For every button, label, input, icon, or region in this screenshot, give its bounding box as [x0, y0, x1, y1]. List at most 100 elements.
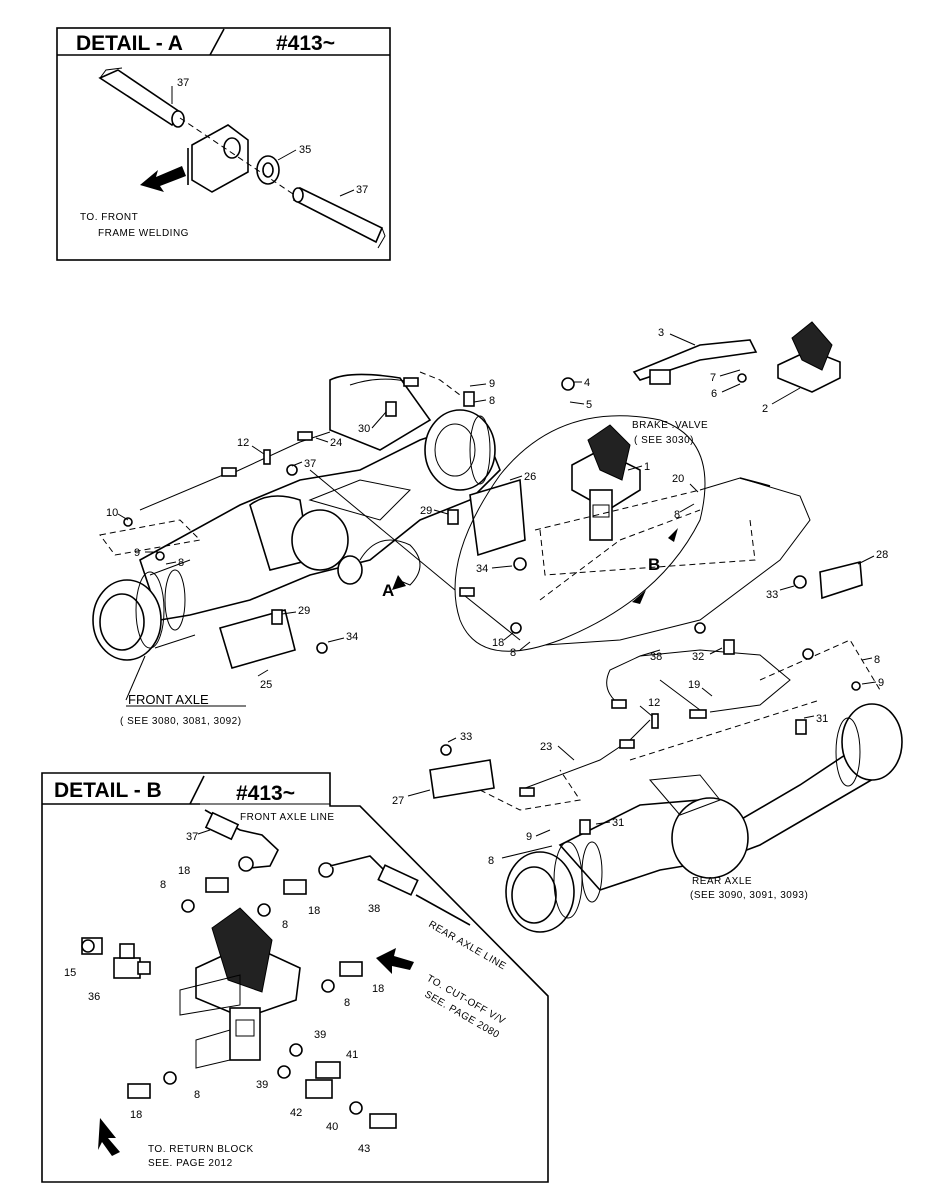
part-number-8: 8	[488, 855, 494, 867]
detail-b-callout-loop	[454, 415, 706, 652]
part-number-12: 12	[237, 437, 249, 449]
part-number-34: 34	[346, 631, 358, 643]
front-axle-line-pipe	[204, 809, 279, 872]
part-number-25: 25	[260, 679, 272, 691]
main-assembly: A B BRAKE .VALVE ( SEE 3030) FRONT AXLE …	[92, 321, 903, 933]
detail-b-part-15: 15	[64, 967, 76, 979]
detail-b-part-36: 36	[88, 991, 100, 1003]
part-number-8: 8	[874, 654, 880, 666]
fitting-15	[81, 937, 103, 955]
detail-b-part-8: 8	[282, 919, 288, 931]
pipe-37-lower	[292, 186, 386, 249]
brake-valve-label: BRAKE .VALVE	[632, 420, 708, 431]
marker-a: A	[382, 581, 394, 600]
part-number-26: 26	[524, 471, 536, 483]
marker-b: B	[648, 555, 660, 574]
detail-b-part-8: 8	[160, 879, 166, 891]
part-number-37: 37	[177, 77, 189, 89]
part-number-31: 31	[612, 817, 624, 829]
part-number-8: 8	[510, 647, 516, 659]
brake-pedal	[777, 321, 841, 393]
detail-b-frame	[41, 772, 549, 1183]
cutoff-arrow-icon	[376, 948, 414, 974]
bracket-25	[218, 609, 296, 669]
brake-lines	[139, 378, 811, 791]
part-number-4: 4	[584, 377, 590, 389]
part-number-30: 30	[358, 423, 370, 435]
detail-b-part-43: 43	[358, 1143, 370, 1155]
part-number-1: 1	[644, 461, 650, 473]
part-number-29: 29	[298, 605, 310, 617]
detail-a: DETAIL - A #413~	[56, 27, 391, 261]
detail-b-part-40: 40	[326, 1121, 338, 1133]
part-number-8: 8	[674, 509, 680, 521]
front-axle-title: FRONT AXLE	[128, 692, 209, 707]
bracket-26	[469, 478, 526, 557]
bracket-28	[819, 560, 863, 600]
detail-b-code: #413~	[236, 782, 295, 805]
part-number-6: 6	[711, 388, 717, 400]
part-number-37: 37	[304, 458, 316, 470]
part-number-2: 2	[762, 403, 768, 415]
part-number-34: 34	[476, 563, 488, 575]
tee-fitting-36	[113, 943, 151, 979]
return-arrow-icon	[98, 1118, 120, 1156]
part-number-31: 31	[816, 713, 828, 725]
part-number-20: 20	[672, 473, 684, 485]
detail-a-title: DETAIL - A	[76, 32, 183, 55]
front-axle-assembly	[92, 373, 501, 661]
part-number-33: 33	[766, 589, 778, 601]
part-number-9: 9	[134, 547, 140, 559]
detail-b-part-8: 8	[344, 997, 350, 1009]
part-number-23: 23	[540, 741, 552, 753]
part-number-19: 19	[688, 679, 700, 691]
part-number-8: 8	[178, 557, 184, 569]
detail-b-part-8: 8	[194, 1089, 200, 1101]
part-number-10: 10	[106, 507, 118, 519]
brake-valve	[571, 424, 641, 541]
detail-b-brake-valve	[179, 907, 301, 1069]
nut-35	[256, 155, 280, 185]
pipe-37-upper	[98, 67, 185, 128]
rear-axle-ref: (SEE 3090, 3091, 3093)	[690, 890, 808, 901]
detail-b-part-37: 37	[186, 831, 198, 843]
part-number-8: 8	[489, 395, 495, 407]
detail-a-caption-2: FRAME WELDING	[98, 228, 189, 239]
return-label-2: SEE. PAGE 2012	[148, 1158, 233, 1169]
bracket-27	[429, 759, 495, 799]
fittings	[123, 373, 861, 835]
detail-b: DETAIL - B #413~ FRONT AXLE LINE 37 REAR…	[41, 772, 549, 1183]
part-number-37: 37	[356, 184, 368, 196]
detail-a-caption-1: TO. FRONT	[80, 212, 138, 223]
part-number-9: 9	[489, 378, 495, 390]
part-number-38: 38	[650, 651, 662, 663]
detail-b-part-18: 18	[308, 905, 320, 917]
part-number-28: 28	[876, 549, 888, 561]
weld-bracket	[187, 124, 249, 193]
part-number-3: 3	[658, 327, 664, 339]
part-number-35: 35	[299, 144, 311, 156]
rear-axle-assembly	[505, 703, 903, 933]
fittings-18	[127, 877, 397, 1129]
return-label-1: TO. RETURN BLOCK	[148, 1144, 254, 1155]
front-axle-ref: ( SEE 3080, 3081, 3092)	[120, 716, 242, 727]
part-number-29: 29	[420, 505, 432, 517]
rear-axle-line-pipe	[318, 855, 471, 926]
detail-b-title: DETAIL - B	[54, 779, 162, 802]
detail-b-part-39: 39	[256, 1079, 268, 1091]
part-number-9: 9	[526, 831, 532, 843]
rear-axle-line-label: REAR AXLE LINE	[427, 919, 508, 972]
main-part-callouts: 3 7 6 2 4 5 1 9 8 30 24 12 37 10 9 8 26 …	[106, 327, 888, 867]
detail-b-part-41: 41	[346, 1049, 358, 1061]
part-number-18: 18	[492, 637, 504, 649]
detail-b-part-39: 39	[314, 1029, 326, 1041]
part-number-32: 32	[692, 651, 704, 663]
direction-arrow-icon	[140, 166, 186, 192]
dashed-assembly-lines	[99, 371, 881, 811]
part-number-27: 27	[392, 795, 404, 807]
part-number-24: 24	[330, 437, 342, 449]
part-number-33: 33	[460, 731, 472, 743]
detail-b-part-38: 38	[368, 903, 380, 915]
part-number-9: 9	[878, 677, 884, 689]
